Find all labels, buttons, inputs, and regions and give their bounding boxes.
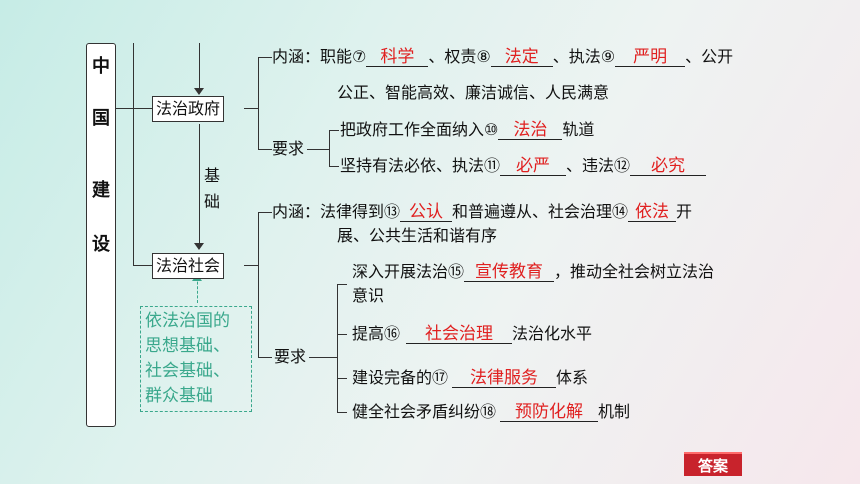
sidebar-title-bar: 中 国 建 设 [86,43,116,427]
basis-line: 群众基础 [145,386,213,406]
connector [307,149,329,150]
connector [329,166,339,167]
arrow-down-icon [194,243,204,250]
soc-req-1-line2: 意识 [352,286,385,305]
connector [337,284,338,412]
basis-line: 思想基础、 [145,336,230,356]
basis-note-box: 依法治国的 思想基础、 社会基础、 群众基础 [140,306,252,412]
gov-neihan-line2: 公正、智能高效、廉洁诚信、人民满意 [337,83,610,102]
sidebar-char: 中 [92,56,110,77]
dashed-arrow [197,277,198,303]
connector [244,265,258,266]
soc-neihan-line2: 展、公共生活和谐有序 [337,226,498,245]
sidebar-char: 国 [92,108,110,129]
basis-line: 依法治国的 [145,311,230,331]
connector [329,130,339,131]
connector [133,43,134,265]
connector [309,357,337,358]
connector [337,284,347,285]
connector [258,149,272,150]
connector [258,212,272,213]
connector [258,212,259,357]
connector [337,378,347,379]
connector [329,130,330,166]
basis-line: 社会基础、 [145,361,230,381]
soc-yaoqiu-label: 要求 [274,347,307,366]
connector [258,57,272,58]
connector [258,57,259,149]
sidebar-char: 设 [92,234,110,255]
connector [244,108,258,109]
connector [337,334,347,335]
arrow-line [199,124,200,246]
connector [258,357,272,358]
basis-label: 基础 [204,166,221,211]
connector [337,412,347,413]
node-law-government: 法治政府 [152,96,225,122]
answer-button[interactable]: 答案 [684,452,742,476]
sidebar-char: 建 [92,180,110,201]
connector [133,265,152,266]
arrow-line [199,43,200,91]
arrow-down-icon [194,88,204,95]
gov-yaoqiu-label: 要求 [272,139,305,158]
node-law-society: 法治社会 [152,253,225,279]
